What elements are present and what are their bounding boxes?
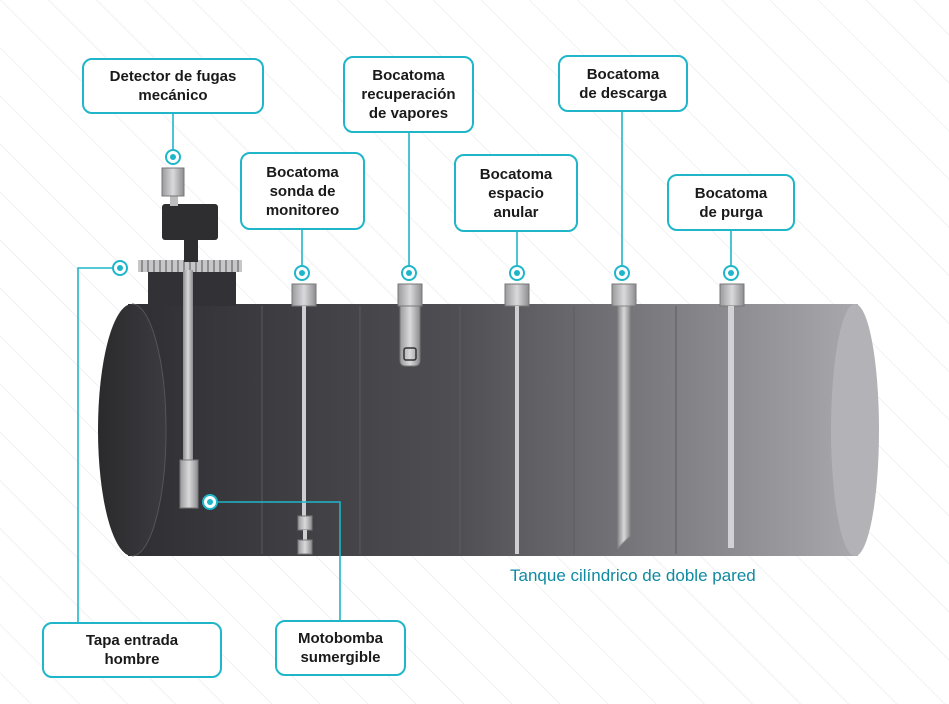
label-motobomba-text: Motobomba sumergible	[298, 630, 383, 666]
label-recuperacion-vapores-text: Bocatoma recuperación de vapores	[361, 67, 456, 122]
purga-fitting	[719, 283, 745, 548]
target-marker-detector	[165, 149, 181, 165]
manhole-assembly	[138, 167, 242, 509]
tank-body	[128, 304, 858, 556]
recuperacion-fitting	[397, 283, 423, 367]
leader-lines	[77, 111, 732, 623]
tank-seams	[261, 306, 677, 554]
target-marker-sonda	[294, 265, 310, 281]
descarga-fitting	[611, 283, 637, 550]
label-espacio-anular: Bocatoma espacio anular	[454, 154, 578, 232]
anular-fitting	[504, 283, 530, 554]
target-markers	[112, 149, 739, 510]
label-purga-text: Bocatoma de purga	[694, 184, 768, 221]
target-marker-descarga	[614, 265, 630, 281]
target-marker-anular	[509, 265, 525, 281]
label-descarga-text: Bocatoma de descarga	[579, 65, 667, 102]
target-marker-recuperacion	[401, 265, 417, 281]
label-espacio-anular-text: Bocatoma espacio anular	[479, 165, 553, 221]
label-sonda-monitoreo: Bocatoma sonda de monitoreo	[240, 152, 365, 230]
target-marker-purga	[723, 265, 739, 281]
label-tapa-entrada-text: Tapa entrada hombre	[85, 632, 179, 668]
tank-left-end	[98, 304, 166, 556]
target-marker-motobomba	[202, 494, 218, 510]
tank-title: Tanque cilíndrico de doble pared	[510, 566, 756, 585]
label-detector-fugas-text: Detector de fugas mecánico	[109, 68, 237, 104]
label-descarga: Bocatoma de descarga	[558, 55, 688, 112]
target-marker-tapa	[112, 260, 128, 276]
label-motobomba: Motobomba sumergible	[275, 620, 406, 676]
label-sonda-monitoreo-text: Bocatoma sonda de monitoreo	[265, 163, 340, 219]
label-tapa-entrada: Tapa entrada hombre	[42, 622, 222, 678]
label-purga: Bocatoma de purga	[667, 174, 795, 231]
sonda-fitting	[291, 283, 317, 555]
label-detector-fugas: Detector de fugas mecánico	[82, 58, 264, 114]
tank-right-end	[831, 304, 879, 556]
label-recuperacion-vapores: Bocatoma recuperación de vapores	[343, 56, 474, 133]
